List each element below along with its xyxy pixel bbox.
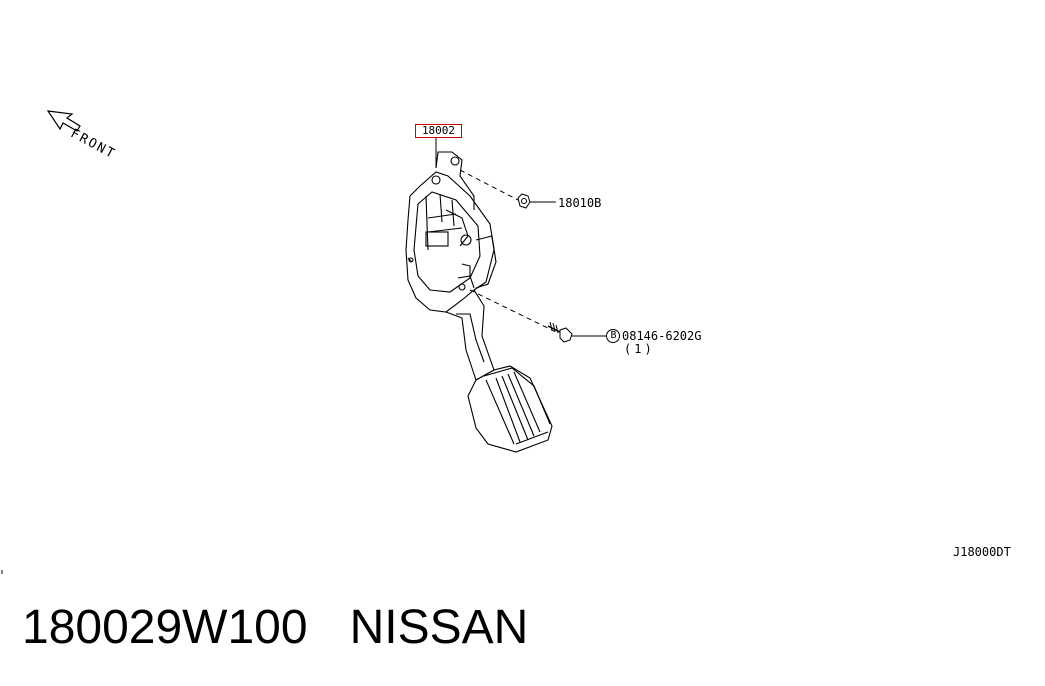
nut-icon xyxy=(517,193,531,209)
front-arrow-icon xyxy=(46,110,81,132)
bolt-symbol-label: B xyxy=(610,330,617,341)
nut-callout-label[interactable]: 18010B xyxy=(558,196,602,210)
caption-part-number: 180029W100 xyxy=(22,601,308,654)
leader-dash-nut xyxy=(459,169,519,201)
caption-brand: NISSAN xyxy=(349,601,529,654)
bolt-quantity-label: (1) xyxy=(624,342,655,356)
leader-dash-bolt xyxy=(469,289,557,333)
part-callout-18002[interactable]: 18002 xyxy=(415,124,462,138)
diagram-code-label: J18000DT xyxy=(953,545,1011,559)
bolt-symbol-circle-icon xyxy=(606,329,620,343)
accelerator-pedal-icon xyxy=(405,151,553,453)
part-caption: 180029W100 NISSAN xyxy=(22,600,528,656)
bolt-icon xyxy=(547,321,573,343)
bolt-callout-label[interactable]: 08146-6202G xyxy=(622,329,702,343)
